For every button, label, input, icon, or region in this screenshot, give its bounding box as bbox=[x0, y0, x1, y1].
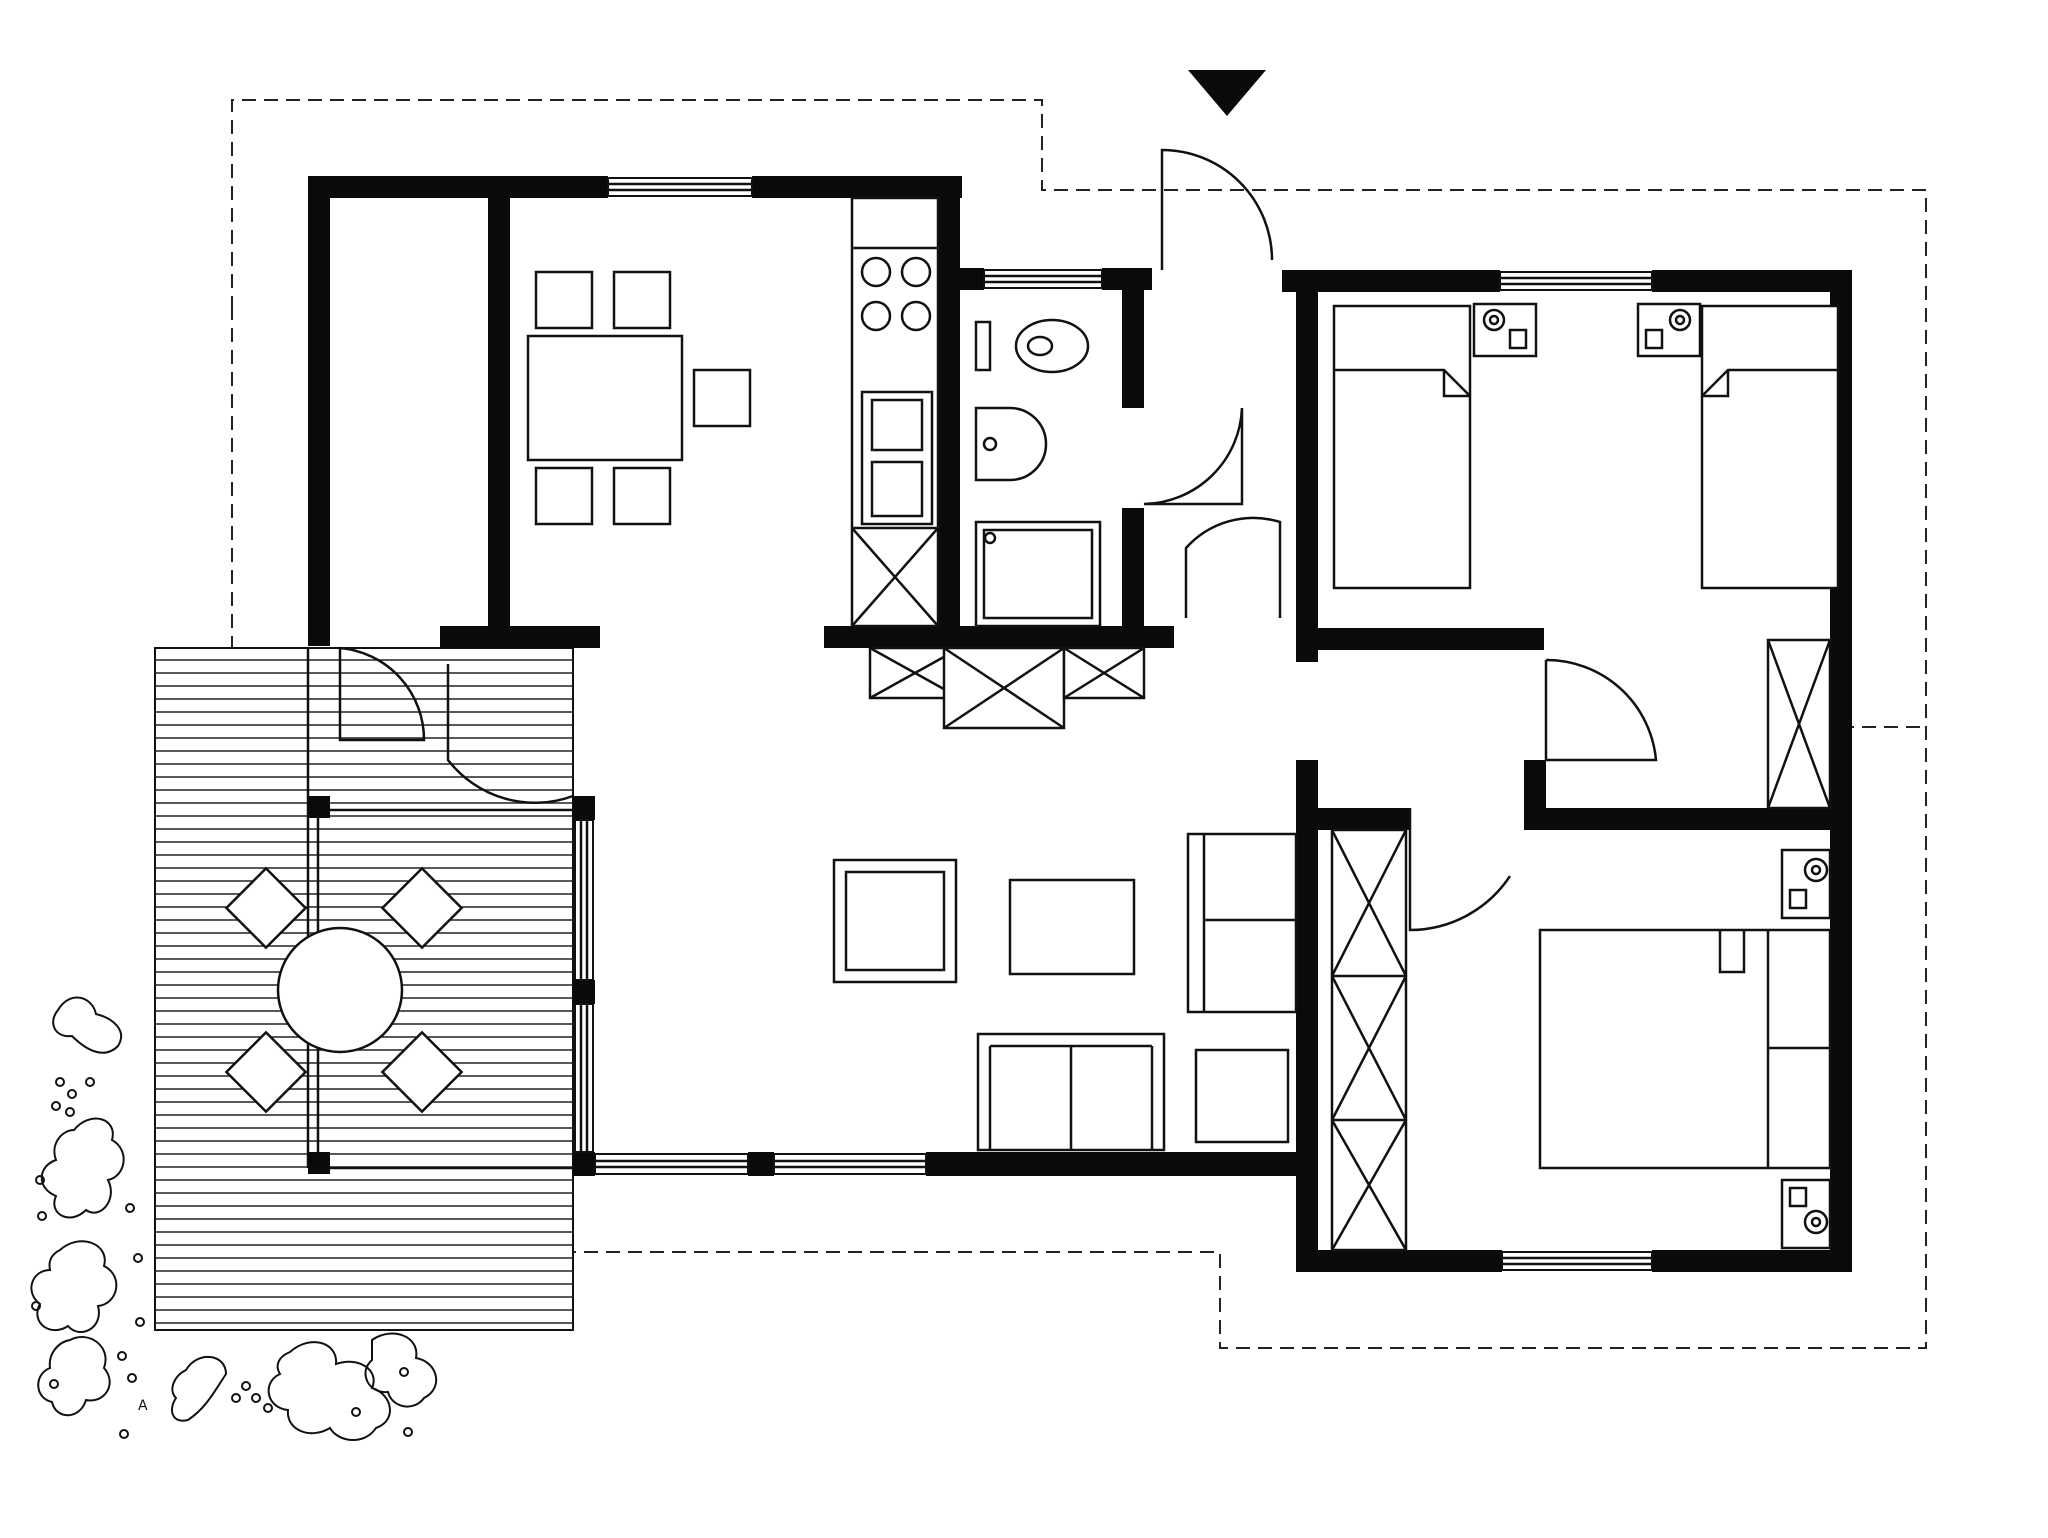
sofa bbox=[976, 1032, 1166, 1152]
walls bbox=[308, 176, 1852, 1272]
double-bed bbox=[1538, 928, 1832, 1170]
pebble bbox=[31, 1301, 41, 1311]
pebble bbox=[251, 1393, 261, 1403]
terrace-deck bbox=[154, 647, 574, 1331]
bedroom-double bbox=[1330, 828, 1832, 1252]
pebble bbox=[231, 1393, 241, 1403]
closet bbox=[1330, 828, 1408, 1252]
wardrobe bbox=[1766, 638, 1832, 810]
nightstand-lamp-icon bbox=[1472, 302, 1538, 358]
pebble bbox=[35, 1175, 45, 1185]
pebble bbox=[55, 1077, 65, 1087]
windows bbox=[574, 177, 1653, 1271]
pebble bbox=[51, 1101, 61, 1111]
coffee-table bbox=[1008, 878, 1136, 976]
shower-icon bbox=[974, 520, 1102, 628]
armchair-2 bbox=[1186, 832, 1298, 1014]
nightstand-lamp-icon bbox=[1780, 848, 1832, 920]
landscaping: A bbox=[30, 996, 438, 1442]
nightstand-lamp-icon bbox=[1780, 1178, 1832, 1250]
pebble bbox=[117, 1351, 127, 1361]
pebble bbox=[351, 1407, 361, 1417]
side-table bbox=[1194, 1048, 1290, 1144]
bed-left bbox=[1332, 304, 1472, 590]
washbasin-icon bbox=[974, 406, 1048, 482]
living-room bbox=[832, 832, 1298, 1152]
pebble bbox=[399, 1367, 409, 1377]
pebble bbox=[85, 1077, 95, 1087]
pebble bbox=[37, 1211, 47, 1221]
pebble bbox=[67, 1089, 77, 1099]
terrace-furniture bbox=[224, 866, 464, 1114]
bedroom-twin bbox=[1332, 302, 1840, 810]
pebble bbox=[125, 1203, 135, 1213]
plant-mark-label: A bbox=[138, 1398, 148, 1414]
round-table bbox=[276, 926, 404, 1054]
armchair-1 bbox=[832, 858, 958, 984]
pebble bbox=[135, 1317, 145, 1327]
dining-set bbox=[526, 270, 752, 526]
pebble bbox=[65, 1107, 75, 1117]
stove-icon bbox=[860, 256, 932, 332]
bathroom bbox=[974, 318, 1102, 628]
pebble bbox=[403, 1427, 413, 1437]
sink-icon bbox=[860, 390, 934, 526]
pebble bbox=[127, 1373, 137, 1383]
entrance-arrow-icon bbox=[1188, 70, 1266, 116]
kitchen bbox=[850, 196, 1146, 730]
toilet-icon bbox=[974, 318, 1090, 374]
pebble bbox=[263, 1403, 273, 1413]
doors bbox=[338, 148, 1658, 932]
pebble bbox=[119, 1429, 129, 1439]
bed-right bbox=[1700, 304, 1840, 590]
pebble bbox=[241, 1381, 251, 1391]
nightstand-lamp-icon bbox=[1636, 302, 1702, 358]
pebble bbox=[49, 1379, 59, 1389]
pebble bbox=[133, 1253, 143, 1263]
